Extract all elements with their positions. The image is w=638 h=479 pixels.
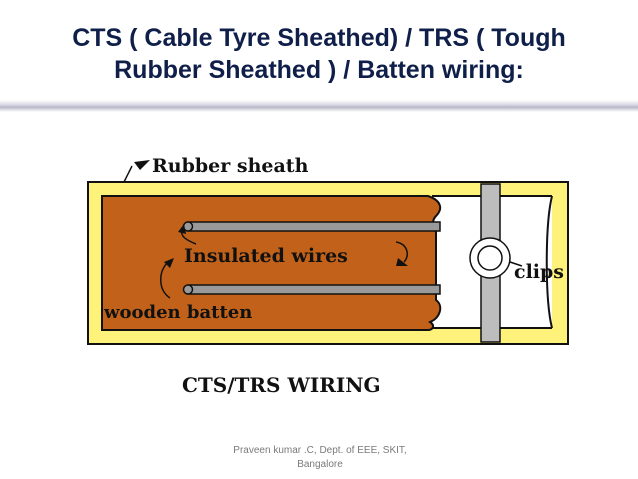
title-line-1: CTS ( Cable Tyre Sheathed) / TRS ( Tough	[72, 24, 566, 52]
slide-title: CTS ( Cable Tyre Sheathed) / TRS ( Tough…	[0, 22, 638, 86]
insulated-wires-arrow-right	[395, 241, 409, 263]
label-rubber-sheath: Rubber sheath	[152, 155, 309, 177]
label-insulated-wires: Insulated wires	[184, 245, 348, 267]
slide-footer: Praveen kumar .C, Dept. of EEE, SKIT, Ba…	[200, 444, 440, 472]
footer-line-1: Praveen kumar .C, Dept. of EEE, SKIT,	[233, 445, 407, 456]
insulated-wires-arrowhead-left	[178, 224, 186, 234]
footer-line-2: Bangalore	[297, 459, 343, 470]
title-divider	[0, 100, 638, 112]
insulated-wire-top	[187, 221, 441, 232]
insulated-wire-bottom	[187, 284, 441, 295]
diagram-caption: CTS/TRS WIRING	[182, 373, 381, 397]
title-line-2: Rubber Sheathed ) / Batten wiring:	[114, 56, 524, 84]
wire-bottom-end	[182, 284, 194, 295]
insulated-wires-arrowhead-right	[396, 258, 408, 266]
label-wooden-batten: wooden batten	[103, 302, 252, 323]
batten-wire-arrowhead	[164, 258, 174, 268]
label-clips: clips	[514, 261, 564, 283]
clips-pointer	[509, 261, 523, 267]
sheath-cut-edge	[545, 195, 553, 329]
clip-screw-inner	[477, 245, 503, 271]
rubber-sheath-pointer	[123, 165, 133, 183]
rubber-sheath-arrowhead	[134, 160, 150, 170]
batten-wire-arrow	[160, 261, 171, 299]
